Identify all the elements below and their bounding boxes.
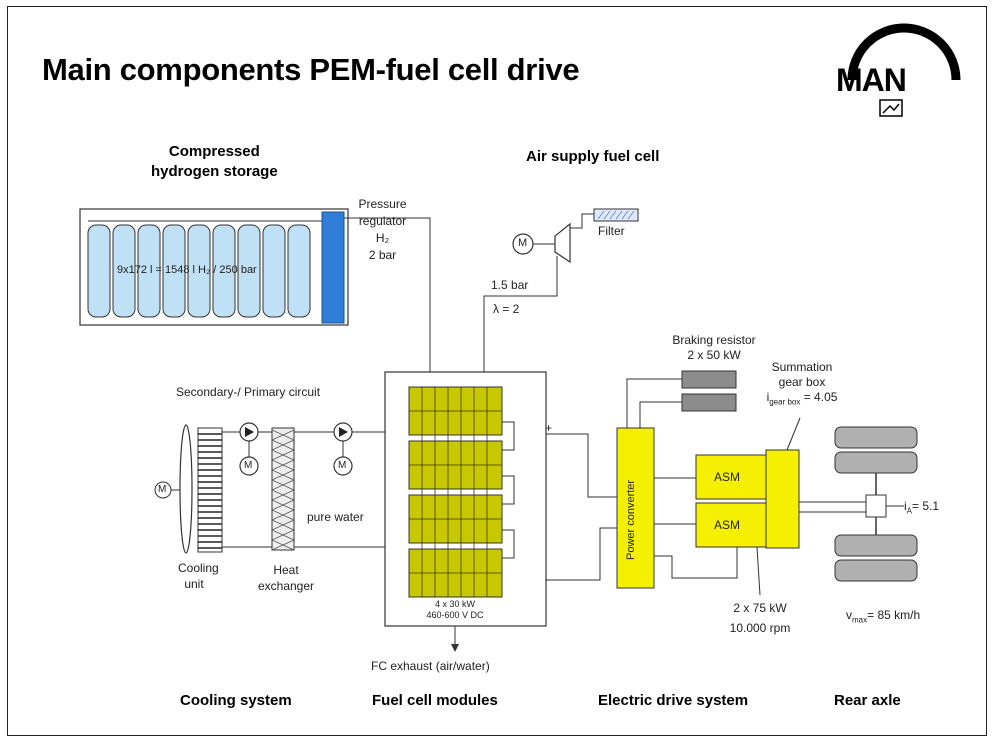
- heading-cooling: Cooling system: [180, 692, 292, 709]
- summation-gearbox: [765, 449, 800, 549]
- braking-resistor-label: Braking resistor 2 x 50 kW: [672, 333, 756, 362]
- dc-minus-label: -: [545, 572, 549, 586]
- heat-exchanger-icon: [271, 427, 295, 551]
- heading-electric-drive: Electric drive system: [598, 692, 749, 709]
- pump-2-motor-icon: [333, 456, 353, 476]
- hydrogen-storage: [79, 208, 349, 326]
- differential-icon: [865, 494, 887, 518]
- filter-label: Filter: [598, 224, 625, 238]
- man-logo-lion-icon: [879, 99, 903, 117]
- motor-spec-label: 2 x 75 kW 10.000 rpm: [729, 601, 791, 635]
- cooling-unit-label: Cooling unit: [178, 561, 219, 591]
- braking-resistor-2: [681, 393, 737, 412]
- rear-axle: [834, 426, 918, 582]
- circuit-label: Secondary-/ Primary circuit: [176, 385, 321, 399]
- pump-2-motor-label: M: [338, 460, 347, 471]
- axle-ratio-label: iA= 5.1: [904, 499, 940, 516]
- heading-air-supply: Air supply fuel cell: [526, 148, 660, 165]
- power-converter-label: Power converter: [625, 479, 637, 560]
- power-converter: [616, 427, 655, 589]
- exhaust-arrow-icon: [451, 644, 459, 652]
- tank-spec-label: 9x172 l = 1548 l H₂ / 250 bar: [117, 264, 257, 276]
- asm-motor-1: [695, 454, 767, 500]
- compressor-icon: [554, 222, 571, 264]
- air-line: [483, 256, 558, 372]
- slide-title: Main components PEM-fuel cell drive: [42, 52, 580, 87]
- summation-gear-label: Summation gear box igear box = 4.05: [766, 360, 838, 407]
- heat-exchanger-label: Heat exchanger: [257, 563, 315, 593]
- storage-manifold: [321, 211, 345, 324]
- fan-motor-label: M: [158, 484, 167, 495]
- air-pressure-label: 1.5 bar: [491, 278, 529, 292]
- vmax-label: vmax= 85 km/h: [846, 608, 921, 625]
- heading-rear-axle: Rear axle: [834, 692, 901, 709]
- air-motor-label: M: [518, 237, 528, 249]
- asm-motor-2: [695, 502, 767, 548]
- braking-resistor-1: [681, 370, 737, 389]
- heading-storage: Compressed hydrogen storage: [151, 143, 278, 180]
- cooling-fan-icon: [179, 424, 193, 554]
- dc-plus-label: +: [545, 421, 553, 435]
- fc-exhaust-label: FC exhaust (air/water): [371, 659, 490, 673]
- radiator-icon: [197, 427, 223, 553]
- hydrogen-line: [344, 217, 431, 372]
- fuel-cell-spec-label: 4 x 30 kW 460-600 V DC: [426, 599, 484, 620]
- lambda-label: λ = 2: [493, 302, 520, 316]
- heading-fuel-cell-modules: Fuel cell modules: [372, 692, 498, 709]
- asm-1-label: ASM: [714, 470, 741, 484]
- man-logo: MAN: [836, 62, 907, 98]
- slide-frame: [7, 6, 987, 736]
- pressure-regulator-label: Pressure regulator H₂ 2 bar: [358, 197, 407, 262]
- pump-1-motor-label: M: [244, 460, 253, 471]
- pure-water-label: pure water: [307, 510, 364, 524]
- man-logo-arc-icon: [847, 23, 961, 81]
- asm-2-label: ASM: [714, 518, 741, 532]
- pump-1-motor-icon: [239, 456, 259, 476]
